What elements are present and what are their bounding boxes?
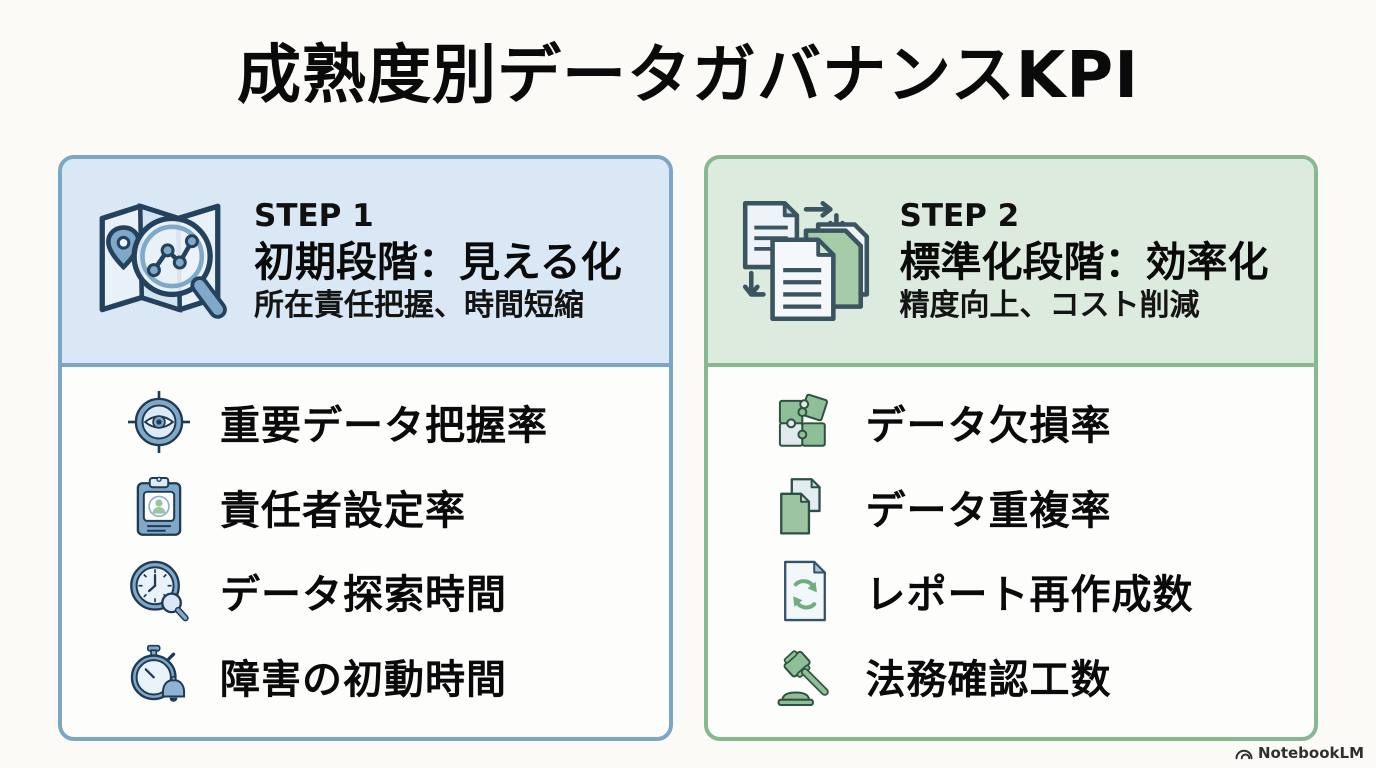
notebooklm-label: NotebookLM (1257, 744, 1364, 762)
notebooklm-branding: NotebookLM (1235, 744, 1364, 762)
clock-magnifier-icon (126, 558, 192, 624)
kpi-label: データ探索時間 (220, 572, 507, 619)
report-refresh-icon (772, 558, 838, 624)
step1-label: STEP 1 (254, 198, 374, 235)
gavel-icon (772, 643, 838, 709)
kpi-row: データ欠損率 (772, 389, 1295, 455)
kpi-row: 障害の初動時間 (126, 643, 649, 709)
kpi-label: データ重複率 (865, 487, 1112, 534)
clipboard-person-icon (126, 474, 192, 540)
card-step2-header: STEP 2 標準化段階：効率化 精度向上、コスト削減 (707, 159, 1314, 367)
kpi-label: 責任者設定率 (220, 487, 466, 534)
kpi-row: データ重複率 (772, 474, 1295, 540)
card-step2-kpi-list: データ欠損率 データ重複率 (708, 367, 1315, 737)
kpi-row: データ探索時間 (126, 558, 649, 624)
copy-documents-icon (772, 474, 838, 540)
step1-stage-subtitle: 所在責任把握、時間短縮 (254, 288, 584, 324)
page-title: 成熟度別データガバナンスKPI (236, 39, 1140, 113)
kpi-label: 障害の初動時間 (220, 656, 507, 703)
card-step2-header-text: STEP 2 標準化段階：効率化 精度向上、コスト削減 (900, 198, 1269, 323)
stopwatch-bell-icon (126, 643, 192, 709)
step2-label: STEP 2 (899, 198, 1020, 235)
kpi-label: 法務確認工数 (865, 656, 1112, 703)
kpi-label: レポート再作成数 (865, 572, 1194, 619)
kpi-row: 重要データ把握率 (126, 389, 649, 455)
kpi-row: レポート再作成数 (772, 558, 1295, 624)
card-step1-header-text: STEP 1 初期段階：見える化 所在責任把握、時間短縮 (254, 198, 622, 323)
kpi-label: データ欠損率 (865, 403, 1112, 449)
documents-flow-icon (730, 185, 882, 337)
card-step1: STEP 1 初期段階：見える化 所在責任把握、時間短縮 (58, 155, 673, 741)
step2-stage-title: 標準化段階：効率化 (899, 237, 1269, 286)
kpi-row: 責任者設定率 (126, 474, 649, 540)
card-step1-header: STEP 1 初期段階：見える化 所在責任把握、時間短縮 (62, 159, 669, 367)
kpi-cards-container: STEP 1 初期段階：見える化 所在責任把握、時間短縮 (58, 155, 1318, 741)
card-step2: STEP 2 標準化段階：効率化 精度向上、コスト削減 (703, 155, 1318, 741)
map-magnifier-icon (84, 185, 236, 337)
kpi-label: 重要データ把握率 (220, 403, 548, 449)
kpi-row: 法務確認工数 (772, 643, 1295, 709)
notebooklm-logo-icon (1235, 746, 1253, 760)
step2-stage-subtitle: 精度向上、コスト削減 (899, 288, 1200, 324)
target-eye-icon (126, 389, 192, 455)
step1-stage-title: 初期段階：見える化 (254, 237, 622, 286)
puzzle-icon (772, 389, 838, 455)
card-step1-kpi-list: 重要データ把握率 責任者設定率 (62, 367, 669, 737)
